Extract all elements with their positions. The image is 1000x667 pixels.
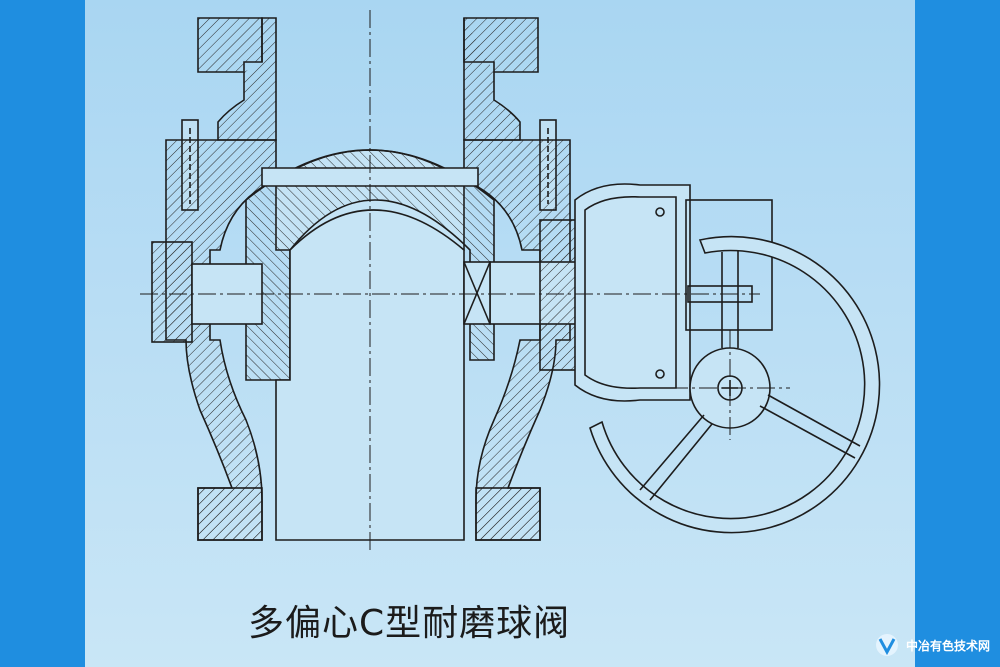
- center-lines: [140, 10, 790, 550]
- gear-box: [574, 183, 773, 402]
- v-logo-icon: [875, 634, 898, 656]
- neck-wall-right: [463, 18, 521, 141]
- spoke-3: [721, 250, 739, 348]
- handwheel-rim: [589, 235, 881, 534]
- bottom-flange-left: [197, 487, 263, 541]
- body-shell-left: [165, 139, 277, 541]
- watermark: 中冶有色技术网: [874, 633, 990, 657]
- caption-title: 多偏心C型耐磨球阀: [248, 603, 571, 644]
- left-gland: [151, 241, 193, 343]
- spoke-1: [759, 394, 861, 459]
- spoke-2: [639, 414, 713, 501]
- watermark-text: 中冶有色技术网: [905, 638, 990, 653]
- neck-wall-left: [217, 17, 277, 141]
- ball: [245, 149, 495, 381]
- bottom-flange-right: [475, 487, 541, 541]
- top-flange-left: [197, 17, 263, 73]
